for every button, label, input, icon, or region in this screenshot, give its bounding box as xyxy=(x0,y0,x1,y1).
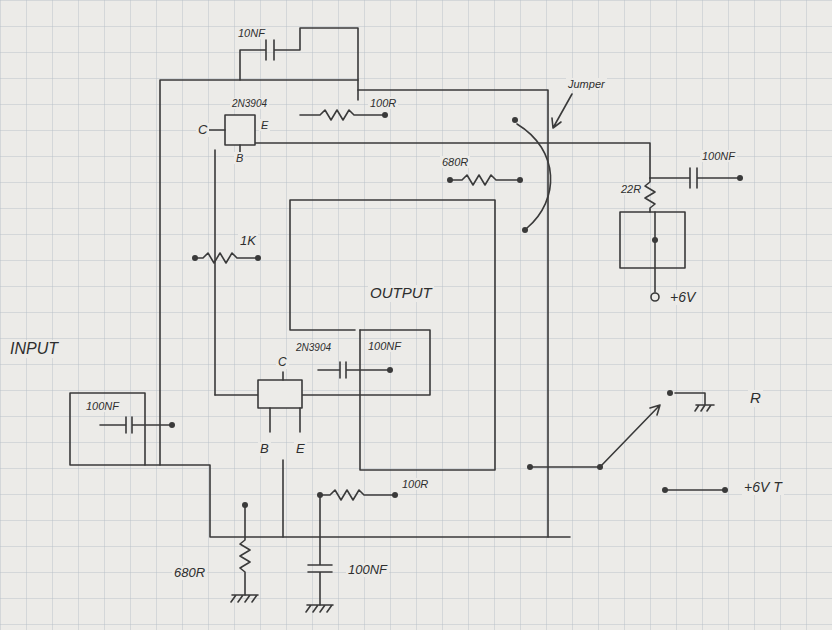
component-label: E xyxy=(259,119,270,131)
component-label: B xyxy=(258,442,271,456)
component-label: 100R xyxy=(368,97,398,109)
component-label: B xyxy=(234,152,245,164)
component-label: 1K xyxy=(238,234,258,248)
component-label: C xyxy=(276,356,289,369)
component-label: E xyxy=(294,442,307,456)
component-label: 2N3904 xyxy=(294,342,333,353)
junction-dots xyxy=(169,112,743,508)
component-label: 100R xyxy=(400,478,430,490)
component-label: 100NF xyxy=(366,340,403,352)
component-label: OUTPUT xyxy=(368,285,434,302)
component-label: 100NF xyxy=(700,150,737,162)
component-label: 22R xyxy=(619,183,643,195)
component-label: 680R xyxy=(172,566,207,580)
wires xyxy=(70,28,738,612)
component-label: +6V T xyxy=(742,480,784,495)
component-label: INPUT xyxy=(8,340,60,358)
component-label: 100NF xyxy=(84,400,121,412)
component-label: +6V xyxy=(668,290,697,305)
component-label: 100NF xyxy=(346,563,389,577)
component-label: Jumper xyxy=(566,78,607,90)
component-label: 2N3904 xyxy=(230,98,269,109)
component-label: C xyxy=(196,123,209,137)
component-label: 680R xyxy=(440,156,470,168)
component-label: R xyxy=(748,390,763,407)
component-label: 10NF xyxy=(236,27,267,39)
